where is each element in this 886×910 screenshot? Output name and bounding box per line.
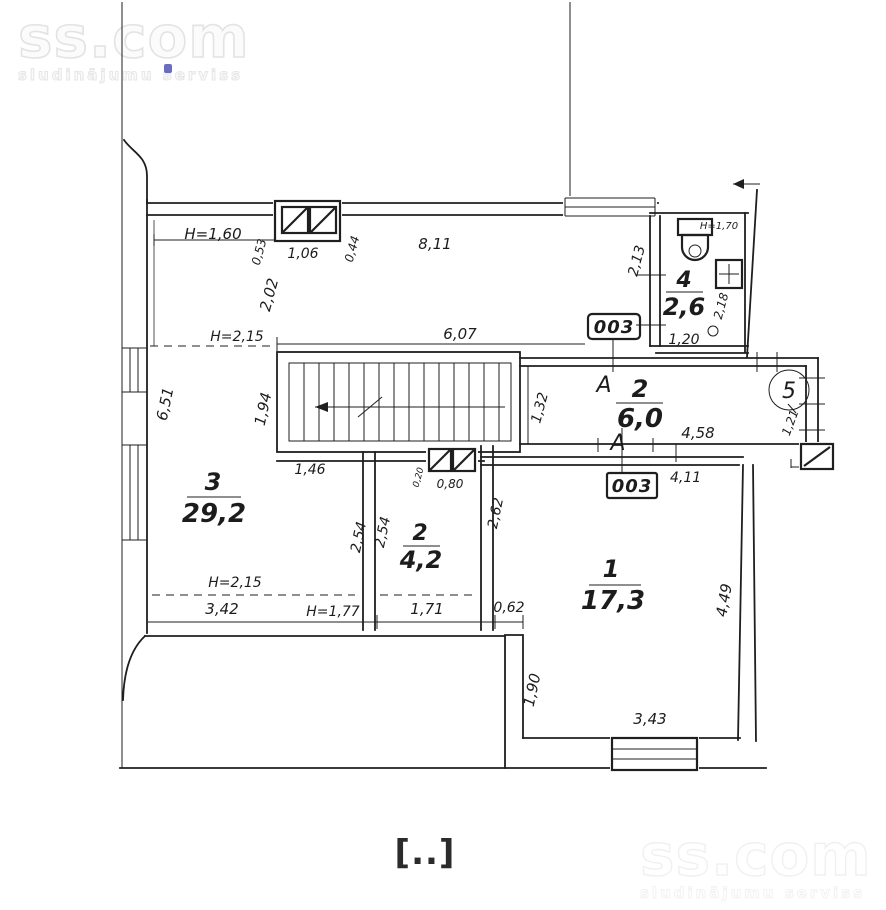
- dim-342: 3,42: [205, 600, 238, 618]
- slanted-exterior-wall: [733, 179, 760, 358]
- dim-h160: H=1,60: [184, 225, 241, 243]
- staircase: [276, 351, 521, 453]
- dim-h215a: H=2,15: [210, 329, 264, 345]
- room-4-wc-walls: [636, 212, 749, 354]
- dim-202: 2,02: [256, 276, 282, 313]
- section-mark-top: A: [594, 373, 611, 398]
- window-left-lower: [122, 444, 147, 541]
- hall-walls: 5: [519, 339, 836, 473]
- dim-194: 1,94: [251, 391, 276, 427]
- page-caption: [..]: [394, 833, 456, 873]
- room-walls: [119, 199, 767, 772]
- position-marker-5: 5: [768, 369, 810, 414]
- door-plate-top-label: 003: [594, 317, 635, 338]
- top-wall: [146, 196, 659, 243]
- room-4-label: 4 2,6: [663, 268, 706, 321]
- dim-171: 1,71: [410, 600, 443, 618]
- room-1-label: 1 17,3: [581, 555, 645, 616]
- dim-449: 4,49: [712, 582, 736, 618]
- door-plate-bottom: 003: [605, 471, 659, 500]
- dimension-labels: H=1,60 0,53 1,06 0,44 8,11 2,02 2,13 H=1…: [153, 221, 802, 728]
- dim-132: 1,32: [528, 391, 552, 425]
- dimension-lines: [146, 220, 585, 629]
- dim-053: 0,53: [249, 237, 269, 266]
- room-4-number: 4: [675, 268, 691, 293]
- drain-icon: [707, 325, 719, 337]
- door-plate-top: 003: [586, 312, 642, 341]
- dim-146: 1,46: [294, 462, 325, 478]
- dim-106: 1,06: [287, 246, 318, 262]
- dim-213: 2,13: [625, 244, 649, 278]
- dim-080: 0,80: [437, 477, 464, 491]
- window-top-left: [273, 199, 342, 243]
- room-1-area: 17,3: [581, 586, 645, 616]
- toilet-icon: [676, 217, 714, 262]
- room-2-hall-label: 2 6,0: [616, 375, 663, 434]
- room-2-hall-area: 6,0: [617, 404, 663, 434]
- dim-218: 2,18: [711, 291, 732, 321]
- dim-h170: H=1,70: [700, 221, 738, 232]
- dim-h177: H=1,77: [306, 604, 360, 620]
- room-2-small-label: 2 4,2: [399, 521, 443, 574]
- window-left-upper: [122, 347, 147, 393]
- dim-121: 1,21: [779, 408, 801, 438]
- room-4-area: 2,6: [663, 293, 706, 321]
- sink-icon: [714, 258, 744, 290]
- dim-062: 0,62: [493, 600, 524, 616]
- dim-262: 2,62: [485, 496, 507, 530]
- door-plate-bottom-label: 003: [612, 476, 653, 497]
- window-top-band: [563, 196, 657, 220]
- dim-343: 3,43: [633, 710, 666, 728]
- stair-arrow-icon: [315, 402, 328, 412]
- room-3-label: 3 29,2: [182, 468, 246, 529]
- room-2-small-number: 2: [412, 521, 427, 546]
- arrow-head-icon: [733, 179, 744, 189]
- dim-607: 6,07: [443, 325, 477, 343]
- room-1-number: 1: [603, 555, 620, 583]
- section-mark-bottom: A: [608, 431, 625, 456]
- room-2-hall-number: 2: [632, 375, 649, 403]
- exterior-boundary: [121, 2, 571, 768]
- dim-020: 0,20: [412, 466, 427, 488]
- dim-h215b: H=2,15: [208, 575, 262, 591]
- dim-254b: 2,54: [372, 515, 394, 549]
- position-marker-label: 5: [782, 379, 796, 404]
- dim-458: 4,58: [681, 424, 714, 442]
- window-hall-right: [790, 442, 836, 471]
- dim-651: 6,51: [153, 386, 178, 422]
- room-3-number: 3: [205, 468, 222, 496]
- room-2-small-area: 4,2: [399, 546, 443, 574]
- dim-044: 0,44: [342, 234, 362, 263]
- dim-411: 4,11: [670, 470, 701, 486]
- blue-speck: [164, 64, 172, 73]
- window-room2-small: [426, 446, 478, 477]
- dim-254a: 2,54: [348, 520, 370, 554]
- dim-811: 8,11: [418, 235, 451, 253]
- window-bottom: [610, 736, 699, 772]
- room-3-area: 29,2: [182, 499, 246, 529]
- dim-120: 1,20: [668, 332, 699, 348]
